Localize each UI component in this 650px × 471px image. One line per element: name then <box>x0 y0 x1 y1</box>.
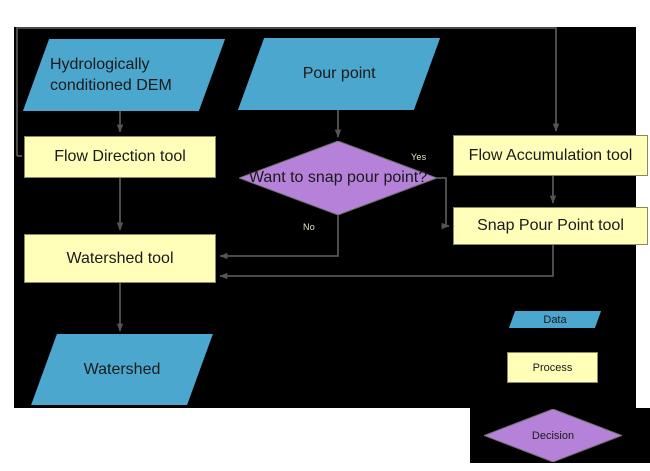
node-label-snap-pour-point-tool: Snap Pour Point tool <box>477 217 624 234</box>
node-label-hydro-dem: Hydrologically conditioned DEM <box>50 55 172 94</box>
node-label-pour-point: Pour point <box>302 65 376 83</box>
node-decision-snap-pour-point[interactable]: Want to snap pour point? <box>239 141 437 215</box>
node-hydrologically-conditioned-dem[interactable]: Hydrologically conditioned DEM <box>22 39 226 111</box>
node-label-flow-direction-tool: Flow Direction tool <box>54 148 186 165</box>
node-watershed-tool[interactable]: Watershed tool <box>24 234 216 283</box>
node-flow-direction-tool[interactable]: Flow Direction tool <box>24 136 216 178</box>
node-label-decision: Want to snap pour point? <box>248 168 428 186</box>
node-snap-pour-point-tool[interactable]: Snap Pour Point tool <box>453 207 648 245</box>
node-label-flow-accumulation-tool: Flow Accumulation tool <box>468 146 633 164</box>
decision-diamond-shape <box>239 141 437 215</box>
legend-item-decision: Decision <box>484 409 622 462</box>
legend-item-process: Process <box>507 352 598 383</box>
node-flow-accumulation-tool[interactable]: Flow Accumulation tool <box>453 135 648 176</box>
node-label-watershed-output: Watershed <box>83 360 161 378</box>
legend-label-data: Data <box>543 313 567 326</box>
branch-label-yes: Yes <box>411 152 427 162</box>
legend-label-process: Process <box>532 361 573 374</box>
node-label-watershed-tool: Watershed tool <box>66 249 174 267</box>
node-watershed-output[interactable]: Watershed <box>31 334 213 405</box>
legend-item-data: Data <box>508 311 602 328</box>
branch-label-no: No <box>303 222 315 232</box>
legend-diamond-shape <box>484 409 622 462</box>
node-pour-point[interactable]: Pour point <box>237 38 441 110</box>
legend-label-decision: Decision <box>531 429 575 442</box>
